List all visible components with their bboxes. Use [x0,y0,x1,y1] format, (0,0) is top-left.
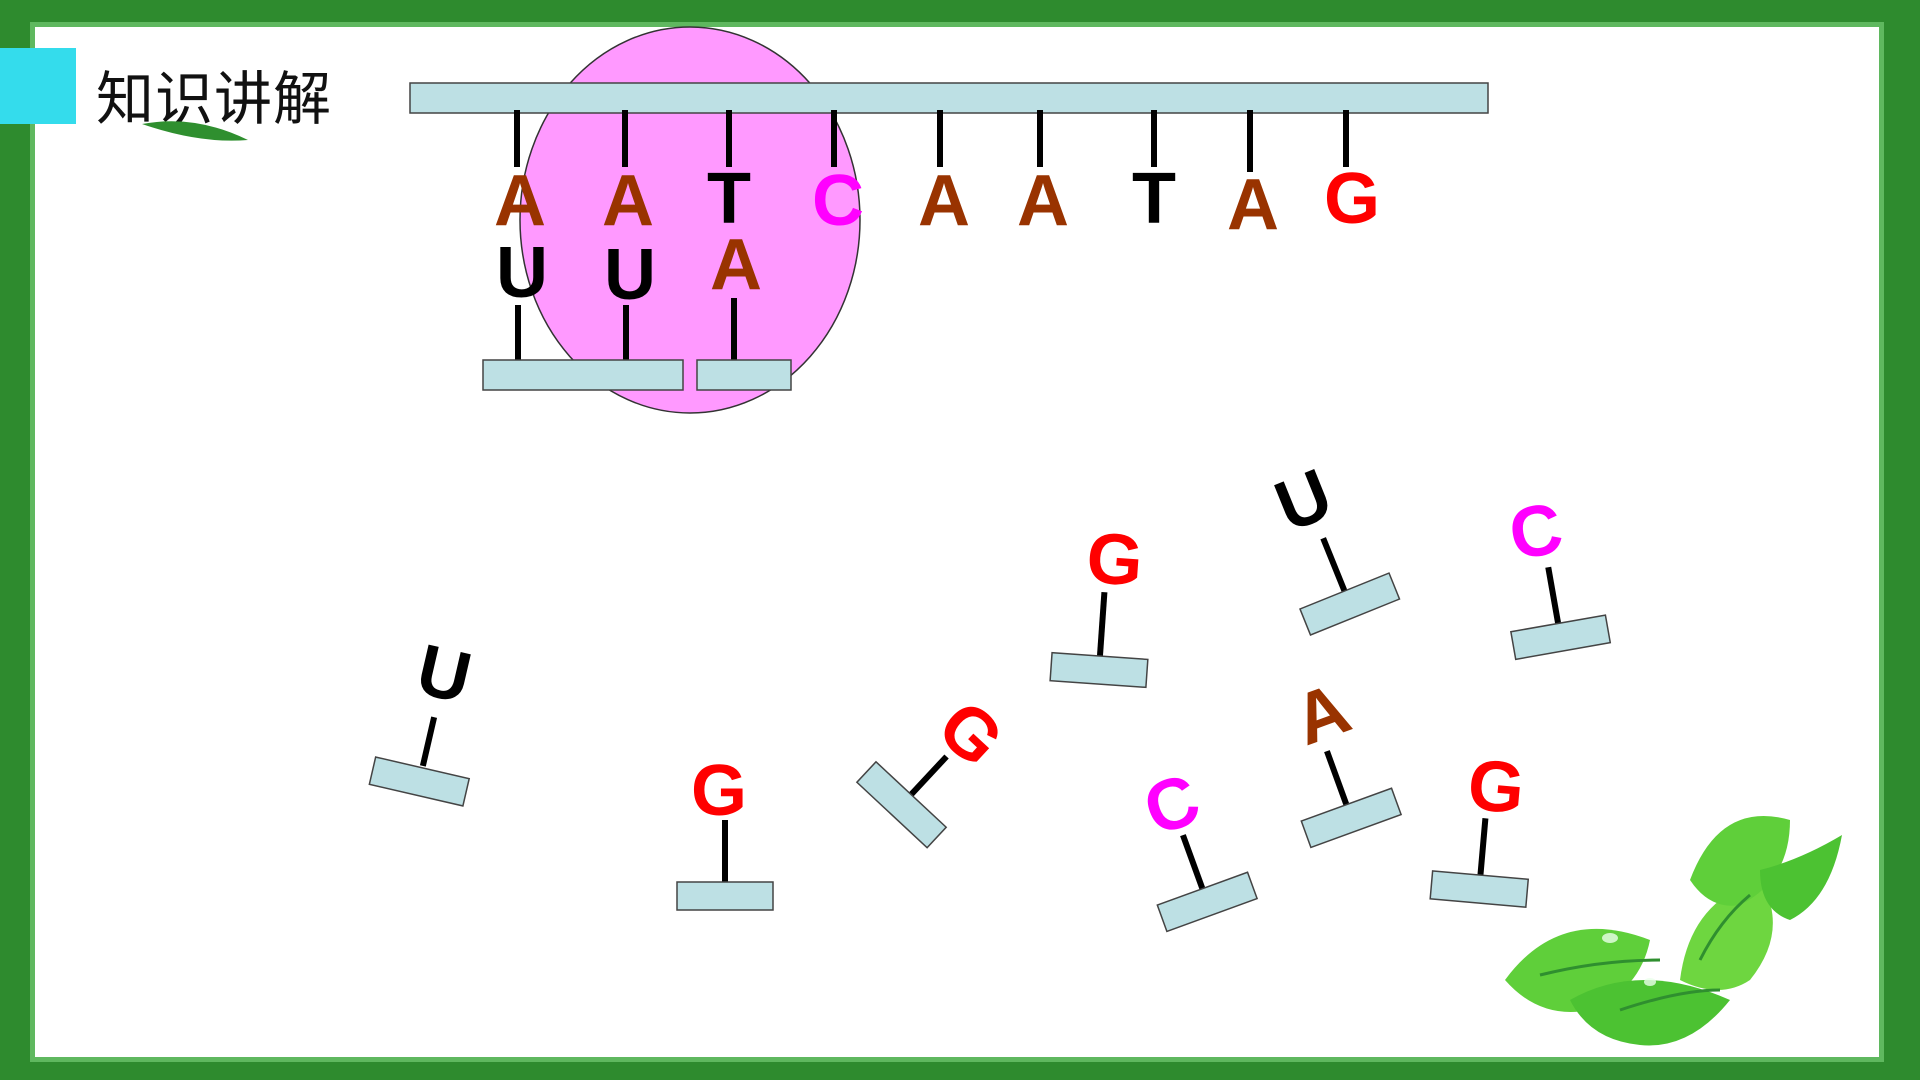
free-trna-7: G [1429,745,1530,908]
mrna-base: A [602,161,654,241]
mrna-base: A [1227,165,1279,245]
anticodon-base: U [496,233,548,313]
free-trna-4: G [1049,518,1149,689]
mrna-base: G [1324,159,1380,239]
anticodon-base: U [604,235,656,315]
free-trna-5: C [1134,759,1259,933]
mrna-base: A [918,161,970,241]
slide-title: 知识讲解 [96,65,333,133]
mrna-base: A [1017,161,1069,241]
trna-base: G [1465,745,1528,830]
trna-base: U [1265,454,1343,548]
mrna-base: T [707,159,751,239]
mrna-base: C [812,161,864,241]
trna-base: G [691,751,747,831]
trna-base: C [1134,759,1210,852]
free-trna-9: C [1503,488,1612,661]
leaf-small-icon [142,121,248,141]
slide-canvas [30,22,1884,1062]
free-trna-6: A [1284,668,1403,849]
leaf-cluster-icon [1505,816,1842,1046]
anticodon-base: A [710,225,762,305]
ribosome [519,26,861,414]
free-trna-2: G [676,751,774,911]
free-trna-8: U [1265,454,1401,636]
mrna-base: A [494,161,546,241]
trna-base: G [1084,518,1145,602]
trna-base: U [410,629,479,719]
mrna-backbone [409,82,1489,114]
paired-trnas: U U A [482,225,792,391]
free-trna-3: G [855,685,1018,849]
title-accent-block [0,48,76,124]
free-trna-1: U [368,629,479,807]
trna-base: C [1503,488,1568,576]
trna-base: A [1284,668,1360,761]
mrna-bases: A A T C A A T A G [494,110,1380,245]
amino-acid-block [696,359,792,391]
mrna-base: T [1132,159,1176,239]
amino-acid-chain-block [482,359,684,391]
